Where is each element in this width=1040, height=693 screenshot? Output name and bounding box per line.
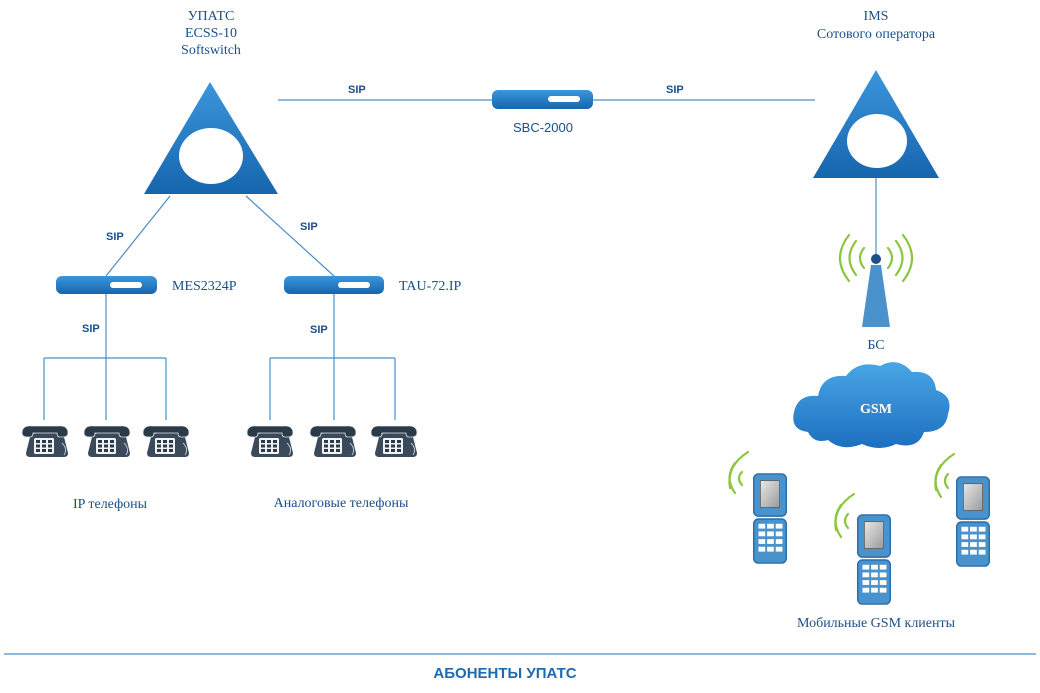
ims-title-line1: IMS bbox=[864, 9, 889, 24]
signal-waves-icon bbox=[934, 452, 956, 499]
base-station bbox=[838, 233, 914, 327]
signal-waves-icon bbox=[838, 233, 914, 283]
sip-label-mes-phones: SIP bbox=[82, 323, 100, 335]
signal-waves-icon bbox=[728, 450, 750, 495]
analog-phone-3 bbox=[370, 425, 418, 458]
softswitch-node bbox=[144, 82, 278, 194]
antenna-icon bbox=[862, 265, 890, 327]
tau-label: TAU-72.IP bbox=[399, 279, 461, 294]
base-station-label: БС bbox=[867, 338, 884, 353]
sbc-label: SBC-2000 bbox=[513, 120, 573, 135]
ip-phone-2 bbox=[83, 425, 131, 458]
switch-device-icon bbox=[56, 276, 157, 294]
analog-phone-2 bbox=[309, 425, 357, 458]
signal-waves-icon bbox=[834, 492, 856, 539]
sip-label-tau-phones: SIP bbox=[310, 324, 328, 336]
tau-device bbox=[284, 276, 384, 294]
analog-phones-label: Аналоговые телефоны bbox=[274, 496, 409, 511]
analog-phones-wiring bbox=[269, 294, 396, 420]
sip-label-sbc-ims: SIP bbox=[666, 84, 684, 96]
cloud-icon bbox=[793, 362, 950, 448]
mes-device bbox=[56, 276, 157, 294]
ip-phones-wiring bbox=[43, 294, 167, 420]
softswitch-title-line3: Softswitch bbox=[181, 43, 241, 58]
mes-label: MES2324P bbox=[172, 279, 237, 294]
ip-phone-1 bbox=[21, 425, 69, 458]
switch-device-icon bbox=[492, 90, 593, 109]
sip-label-softswitch-mes: SIP bbox=[106, 231, 124, 243]
gsm-cloud-label: GSM bbox=[860, 402, 892, 417]
mobile-clients-label: Мобильные GSM клиенты bbox=[797, 616, 956, 631]
mobile-client-2 bbox=[834, 492, 892, 605]
softswitch-title-line1: УПАТС bbox=[188, 9, 235, 24]
link-softswitch-mes bbox=[105, 195, 171, 277]
sip-label-softswitch-sbc: SIP bbox=[348, 84, 366, 96]
link-softswitch-tau bbox=[245, 195, 335, 277]
softswitch-title-line2: ECSS-10 bbox=[185, 26, 237, 41]
ip-phones-label: IP телефоны bbox=[73, 497, 148, 512]
sbc-device bbox=[492, 90, 593, 109]
ims-node bbox=[813, 70, 939, 178]
switch-device-icon bbox=[284, 276, 384, 294]
mobile-client-1 bbox=[728, 450, 788, 564]
mobile-client-3 bbox=[934, 452, 991, 567]
analog-phone-1 bbox=[246, 425, 294, 458]
footer-label: АБОНЕНТЫ УПАТС bbox=[433, 665, 576, 682]
ims-title-line2: Сотового оператора bbox=[817, 27, 936, 42]
sip-label-softswitch-tau: SIP bbox=[300, 221, 318, 233]
ip-phone-3 bbox=[142, 425, 190, 458]
